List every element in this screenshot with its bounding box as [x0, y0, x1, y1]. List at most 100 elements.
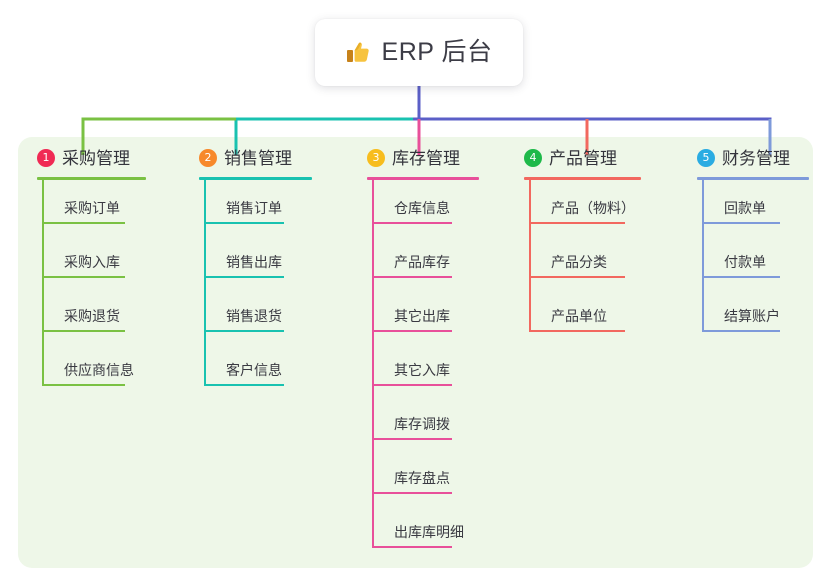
column-title: 采购管理: [62, 148, 130, 168]
leaf-item[interactable]: 出库库明细: [367, 504, 479, 558]
root-node-content: ERP 后台: [346, 40, 493, 65]
leaf-item-label: 其它入库: [394, 362, 450, 378]
leaf-item[interactable]: 销售出库: [199, 234, 312, 288]
column-header[interactable]: 5 财务管理: [697, 145, 809, 171]
leaf-item-underline: [702, 330, 780, 332]
leaf-list: 产品（物料） 产品分类产品单位: [524, 180, 641, 342]
leaf-item-underline: [529, 276, 625, 278]
leaf-item[interactable]: 供应商信息: [37, 342, 146, 396]
leaf-item-label: 其它出库: [394, 308, 450, 324]
leaf-item[interactable]: 销售退货: [199, 288, 312, 342]
leaf-item[interactable]: 销售订单: [199, 180, 312, 234]
leaf-item-label: 销售订单: [226, 200, 282, 216]
leaf-item-underline: [372, 222, 452, 224]
column-title-underline: [199, 177, 312, 180]
leaf-item-underline: [42, 276, 125, 278]
thumbs-up-icon: [346, 40, 371, 65]
leaf-item-label: 销售退货: [226, 308, 282, 324]
column-销售管理: 2 销售管理销售订单销售出库销售退货客户信息: [199, 145, 312, 396]
leaf-item-underline: [372, 276, 452, 278]
diagram-panel: [18, 137, 813, 568]
column-title: 销售管理: [224, 148, 292, 168]
leaf-item[interactable]: 客户信息: [199, 342, 312, 396]
column-title: 产品管理: [549, 148, 617, 168]
leaf-item-label: 产品库存: [394, 254, 450, 270]
leaf-item[interactable]: 其它入库: [367, 342, 479, 396]
leaf-item-label: 产品单位: [551, 308, 607, 324]
leaf-item-label: 采购入库: [64, 254, 120, 270]
leaf-item[interactable]: 库存盘点: [367, 450, 479, 504]
column-title: 财务管理: [722, 148, 790, 168]
leaf-spine: [42, 180, 44, 386]
leaf-item-label: 回款单: [724, 200, 766, 216]
leaf-item[interactable]: 产品单位: [524, 288, 641, 342]
leaf-spine: [529, 180, 531, 332]
leaf-item-label: 客户信息: [226, 362, 282, 378]
leaf-item-underline: [702, 276, 780, 278]
leaf-item-label: 采购订单: [64, 200, 120, 216]
column-index-badge: 3: [367, 149, 385, 167]
leaf-item-label: 库存盘点: [394, 470, 450, 486]
leaf-item-label: 销售出库: [226, 254, 282, 270]
column-index-badge: 1: [37, 149, 55, 167]
leaf-list: 销售订单销售出库销售退货客户信息: [199, 180, 312, 396]
leaf-item[interactable]: 产品（物料）: [524, 180, 641, 234]
column-header[interactable]: 3 库存管理: [367, 145, 479, 171]
leaf-spine: [204, 180, 206, 386]
leaf-item-underline: [372, 438, 452, 440]
leaf-item-underline: [529, 222, 625, 224]
column-header[interactable]: 2 销售管理: [199, 145, 312, 171]
leaf-item-label: 库存调拨: [394, 416, 450, 432]
leaf-item-label: 产品分类: [551, 254, 607, 270]
column-产品管理: 4 产品管理产品（物料） 产品分类产品单位: [524, 145, 641, 342]
leaf-item-underline: [204, 384, 284, 386]
leaf-list: 回款单付款单结算账户: [697, 180, 809, 342]
column-库存管理: 3 库存管理仓库信息产品库存其它出库其它入库库存调拨库存盘点出库库明细: [367, 145, 479, 558]
leaf-item-label: 结算账户: [724, 308, 780, 324]
leaf-item-underline: [372, 384, 452, 386]
column-index-badge: 4: [524, 149, 542, 167]
column-index-badge: 2: [199, 149, 217, 167]
leaf-item[interactable]: 仓库信息: [367, 180, 479, 234]
leaf-item-underline: [204, 222, 284, 224]
leaf-item[interactable]: 付款单: [697, 234, 809, 288]
leaf-item-underline: [372, 492, 452, 494]
leaf-item[interactable]: 库存调拨: [367, 396, 479, 450]
leaf-item-label: 供应商信息: [64, 362, 134, 378]
root-node[interactable]: ERP 后台: [315, 19, 523, 86]
leaf-item[interactable]: 回款单: [697, 180, 809, 234]
leaf-item-label: 出库库明细: [394, 524, 464, 540]
column-index-badge: 5: [697, 149, 715, 167]
leaf-item[interactable]: 采购订单: [37, 180, 146, 234]
leaf-item-underline: [204, 276, 284, 278]
leaf-list: 仓库信息产品库存其它出库其它入库库存调拨库存盘点出库库明细: [367, 180, 479, 558]
leaf-item-underline: [702, 222, 780, 224]
column-财务管理: 5 财务管理回款单付款单结算账户: [697, 145, 809, 342]
leaf-item[interactable]: 结算账户: [697, 288, 809, 342]
leaf-item[interactable]: 产品库存: [367, 234, 479, 288]
leaf-item-label: 采购退货: [64, 308, 120, 324]
column-title-underline: [524, 177, 641, 180]
column-header[interactable]: 4 产品管理: [524, 145, 641, 171]
leaf-item-underline: [372, 546, 452, 548]
leaf-spine: [372, 180, 374, 548]
leaf-item[interactable]: 产品分类: [524, 234, 641, 288]
column-header[interactable]: 1 采购管理: [37, 145, 146, 171]
leaf-item[interactable]: 其它出库: [367, 288, 479, 342]
leaf-item[interactable]: 采购退货: [37, 288, 146, 342]
leaf-item-underline: [42, 384, 125, 386]
leaf-item[interactable]: 采购入库: [37, 234, 146, 288]
leaf-item-underline: [204, 330, 284, 332]
column-采购管理: 1 采购管理采购订单采购入库采购退货供应商信息: [37, 145, 146, 396]
leaf-list: 采购订单采购入库采购退货供应商信息: [37, 180, 146, 396]
leaf-item-underline: [529, 330, 625, 332]
root-node-title: ERP 后台: [381, 38, 493, 66]
column-title: 库存管理: [392, 148, 460, 168]
leaf-item-underline: [42, 222, 125, 224]
leaf-item-label: 付款单: [724, 254, 766, 270]
column-title-underline: [697, 177, 809, 180]
column-title-underline: [367, 177, 479, 180]
leaf-item-underline: [372, 330, 452, 332]
leaf-item-underline: [42, 330, 125, 332]
